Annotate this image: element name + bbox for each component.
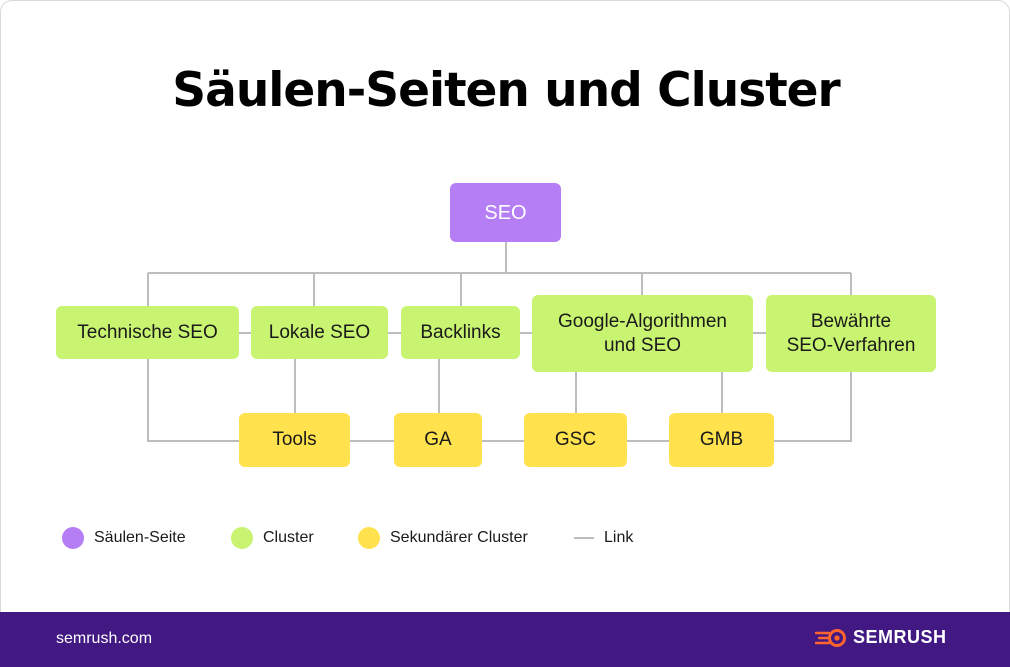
pillar-node-seo: SEO	[450, 183, 561, 242]
semrush-logo-icon	[815, 628, 846, 647]
semrush-logo: SEMRUSH	[815, 627, 947, 648]
brand-name: SEMRUSH	[853, 627, 947, 647]
secondary-cluster-node: GA	[394, 413, 482, 467]
link-line-icon	[574, 537, 594, 539]
legend-label: Link	[604, 529, 634, 546]
legend-item-cluster: Cluster	[231, 526, 314, 550]
purple-dot-icon	[62, 527, 84, 549]
legend-label: Cluster	[263, 529, 314, 546]
footer-url: semrush.com	[56, 630, 153, 647]
cluster-node: Backlinks	[401, 306, 520, 359]
yellow-dot-icon	[358, 527, 380, 549]
legend-item-link: Link	[574, 526, 633, 550]
cluster-node: Google-Algorithmen und SEO	[532, 295, 753, 372]
link-line	[147, 359, 239, 442]
diagram-title: Säulen-Seiten und Cluster	[172, 63, 840, 118]
cluster-node-label: Backlinks	[420, 321, 501, 343]
secondary-cluster-label: Tools	[272, 429, 317, 450]
footer-bar: semrush.com SEMRUSH	[0, 612, 1010, 667]
cluster-node-label: Google-Algorithmen und SEO	[558, 310, 727, 356]
green-dot-icon	[231, 527, 253, 549]
cluster-node-label: Lokale SEO	[268, 321, 371, 343]
pillar-node-label: SEO	[484, 201, 527, 224]
secondary-cluster-label: GSC	[554, 429, 597, 450]
legend-item-secondary: Sekundärer Cluster	[358, 526, 528, 550]
cluster-node: Technische SEO	[56, 306, 239, 359]
secondary-cluster-label: GA	[424, 429, 452, 450]
secondary-cluster-node: GSC	[524, 413, 627, 467]
legend-item-pillar: Säulen-Seite	[62, 526, 186, 550]
secondary-cluster-node: GMB	[669, 413, 774, 467]
link-line	[774, 372, 852, 442]
connector-lines	[147, 242, 852, 442]
legend-label: Säulen-Seite	[94, 529, 186, 546]
cluster-node: Lokale SEO	[251, 306, 388, 359]
legend-label: Sekundärer Cluster	[390, 529, 528, 546]
cluster-node-label: Technische SEO	[77, 321, 218, 343]
secondary-cluster-label: GMB	[699, 429, 744, 450]
cluster-node-label: Bewährte SEO-Verfahren	[786, 310, 916, 356]
cluster-node: Bewährte SEO-Verfahren	[766, 295, 936, 372]
secondary-cluster-node: Tools	[239, 413, 350, 467]
